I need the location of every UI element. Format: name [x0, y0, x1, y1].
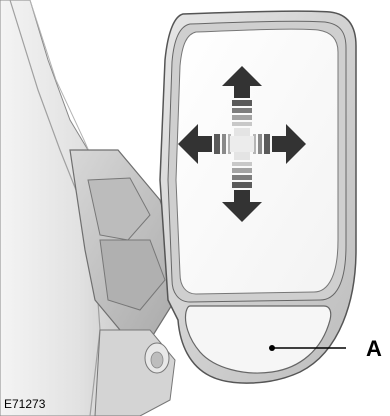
mirror-glass [176, 29, 338, 294]
figure-code: E71273 [4, 398, 45, 410]
callout-label-a: A [366, 338, 382, 360]
